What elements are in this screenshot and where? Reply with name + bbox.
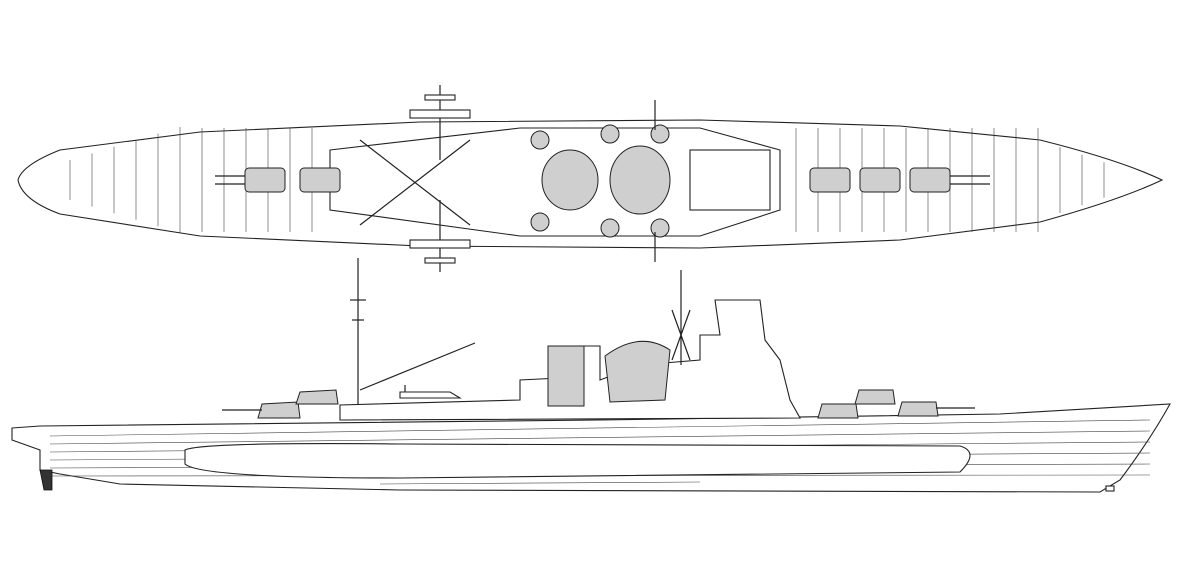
bow-marker [1105, 485, 1115, 492]
turrets-profile [222, 389, 975, 419]
rudder [39, 469, 53, 491]
seaplane-bottom [409, 200, 471, 272]
funnel-2 [609, 145, 671, 215]
strake-line [49, 419, 1151, 437]
profile-view [11, 258, 1171, 493]
funnel-2-profile [604, 340, 671, 403]
funnel-1-profile [547, 345, 585, 407]
seaplane-profile [399, 385, 462, 399]
crane [359, 342, 476, 391]
bridge-plan [689, 149, 771, 211]
funnel-1 [541, 149, 599, 211]
strake-line [49, 430, 1151, 445]
seaplane-top [409, 85, 471, 160]
plan-view [17, 85, 1164, 272]
turrets-plan [215, 167, 990, 193]
bulge [184, 443, 971, 479]
